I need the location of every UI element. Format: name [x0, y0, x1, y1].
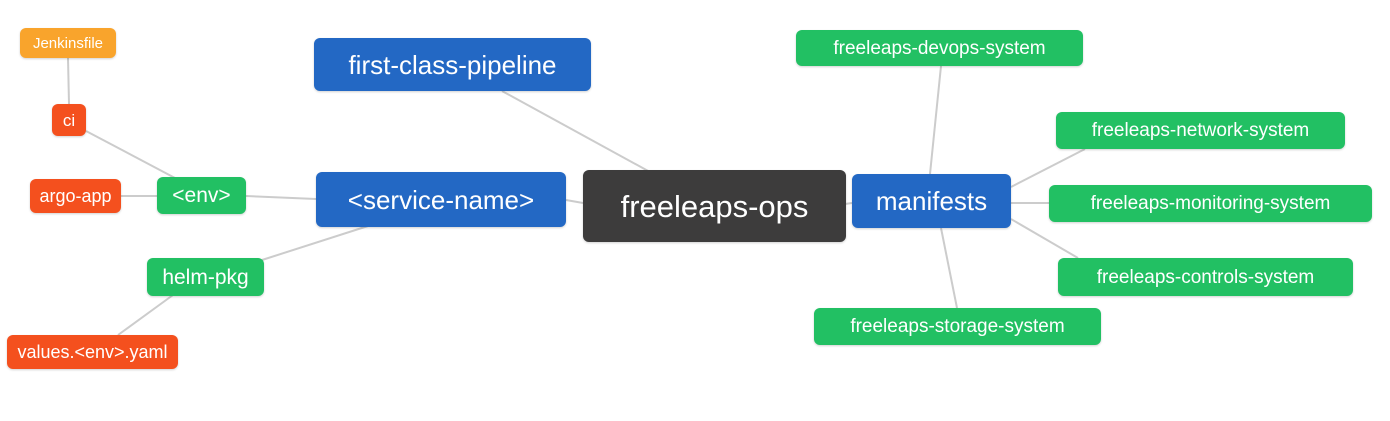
- edge-first-class-pipeline-freeleaps-ops: [501, 90, 651, 173]
- edge-service-name-freeleaps-ops: [565, 199, 584, 204]
- node-freeleaps-storage-system[interactable]: freeleaps-storage-system: [814, 308, 1101, 345]
- edge-manifests-devops-system: [929, 65, 942, 175]
- node-freeleaps-devops-system[interactable]: freeleaps-devops-system: [796, 30, 1083, 66]
- node-freeleaps-controls-system[interactable]: freeleaps-controls-system: [1058, 258, 1353, 296]
- node-freeleaps-network-system[interactable]: freeleaps-network-system: [1056, 112, 1345, 149]
- node-freeleaps-ops[interactable]: freeleaps-ops: [583, 170, 846, 242]
- node-freeleaps-monitoring-system[interactable]: freeleaps-monitoring-system: [1049, 185, 1372, 222]
- edge-manifests-network-system: [1010, 148, 1086, 188]
- node-ci[interactable]: ci: [52, 104, 86, 136]
- node-manifests[interactable]: manifests: [852, 174, 1011, 228]
- node-jenkinsfile[interactable]: Jenkinsfile: [20, 28, 116, 58]
- node-service-name[interactable]: <service-name>: [316, 172, 566, 227]
- node-first-class-pipeline[interactable]: first-class-pipeline: [314, 38, 591, 91]
- node-env[interactable]: <env>: [157, 177, 246, 214]
- node-values-env-yaml[interactable]: values.<env>.yaml: [7, 335, 178, 369]
- edge-manifests-storage-system: [940, 227, 958, 309]
- edge-ci-env: [85, 130, 176, 179]
- edge-env-service-name: [245, 195, 317, 200]
- edge-freeleaps-ops-manifests: [844, 202, 853, 205]
- edge-jenkinsfile-ci: [67, 57, 70, 105]
- edge-helm-pkg-service-name: [261, 225, 369, 261]
- edge-manifests-controls-system: [1010, 218, 1079, 259]
- edge-values-env-yaml-helm-pkg: [117, 294, 174, 336]
- node-helm-pkg[interactable]: helm-pkg: [147, 258, 264, 296]
- node-argo-app[interactable]: argo-app: [30, 179, 121, 213]
